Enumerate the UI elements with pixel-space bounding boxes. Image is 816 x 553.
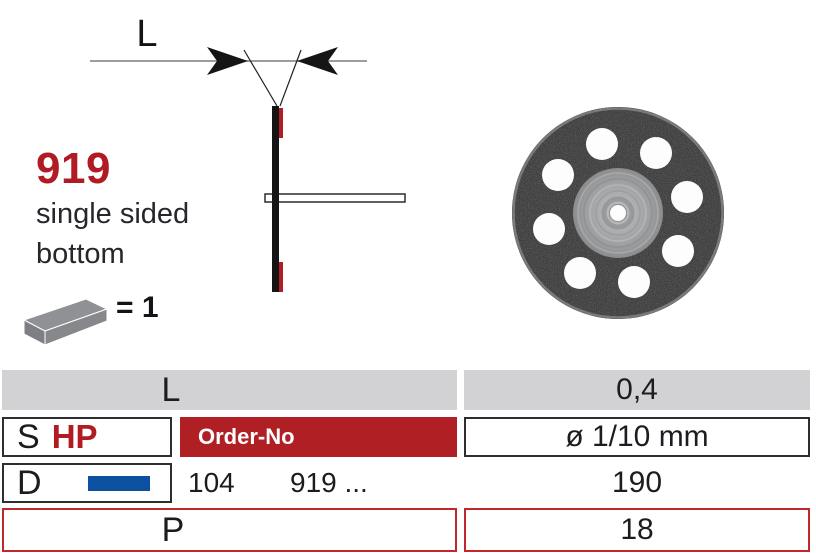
arrow-right-icon — [207, 47, 248, 75]
product-description-line2: bottom — [36, 238, 125, 270]
diameter-color-swatch — [88, 476, 150, 491]
extension-line-left — [243, 49, 278, 107]
disc-edge-profile — [272, 106, 279, 292]
order-no-header-label: Order-No — [198, 424, 295, 449]
order-number-cell: 104 919 ... — [180, 463, 457, 503]
dimension-label: L — [136, 13, 157, 55]
product-number: 919 — [36, 144, 111, 193]
row-d-label: D — [17, 463, 42, 502]
order-code-prefix: 104 — [188, 467, 235, 498]
pack-slab-icon — [22, 298, 109, 346]
shank-type: HP — [51, 418, 98, 455]
pack-quantity: = 1 — [116, 291, 159, 324]
spec-row-p-value: 18 — [464, 508, 810, 552]
row-p-label: P — [161, 510, 185, 549]
mandrel-outline — [264, 193, 406, 203]
product-photo — [512, 107, 724, 319]
order-code-number: 919 ... — [290, 467, 368, 498]
arrow-left-icon — [297, 47, 338, 75]
spec-row-l-header: L — [2, 370, 457, 410]
spec-row-l-value: 0,4 — [464, 370, 810, 410]
product-description-line1: single sided — [36, 198, 190, 230]
spec-diameter-value: 190 — [611, 466, 663, 499]
spec-unit-cell: ø 1/10 mm — [464, 417, 810, 457]
diamond-coating-top — [279, 108, 283, 138]
row-l-label: L — [161, 370, 181, 409]
spec-shank-cell: S HP — [2, 417, 172, 457]
center-hole — [608, 203, 628, 223]
diamond-coating-bottom — [279, 262, 283, 292]
disc-cross-section-diagram: L — [90, 13, 406, 292]
disc-hub — [573, 168, 663, 258]
row-s-label: S — [17, 417, 40, 456]
spec-diameter-cell: D — [2, 463, 172, 503]
spec-row-p-header: P — [2, 508, 457, 552]
cooling-holes — [533, 128, 703, 298]
extension-line-right — [279, 49, 302, 107]
product-description: single sided bottom — [36, 194, 189, 274]
order-no-header: Order-No — [180, 417, 457, 457]
